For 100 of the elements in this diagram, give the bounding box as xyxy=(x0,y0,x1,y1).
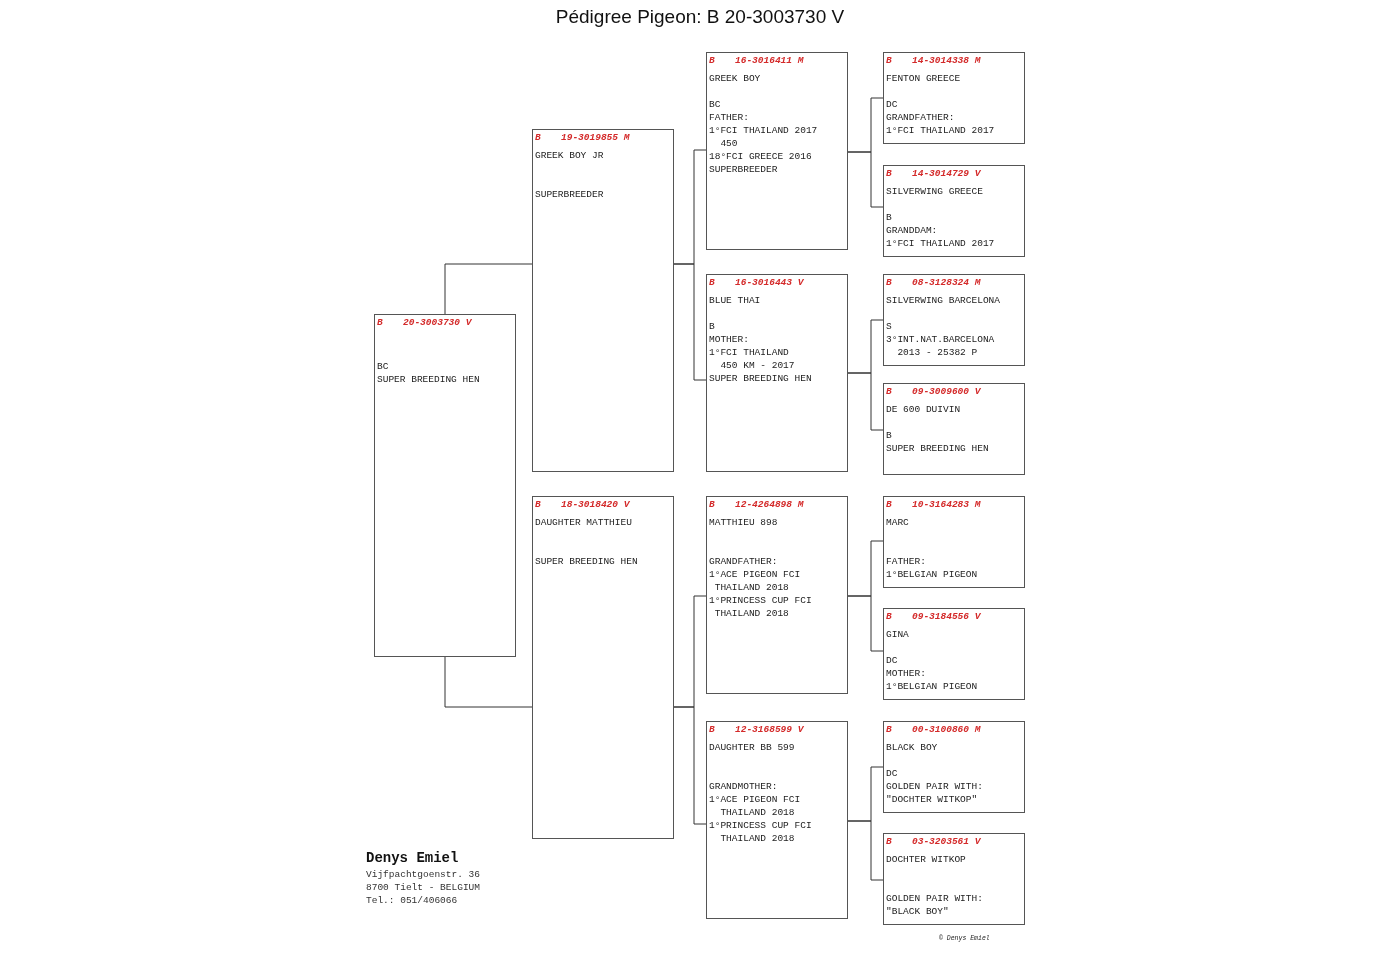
pigeon-card xyxy=(883,608,1025,700)
pedigree-note: SUPER BREEDING HEN xyxy=(377,373,480,386)
pedigree-note: SUPER BREEDING HEN xyxy=(886,442,989,455)
pigeon-name: BLACK BOY xyxy=(886,741,938,754)
ring-country: B xyxy=(886,276,892,289)
ring-number: 12-3168599 V xyxy=(735,723,804,736)
ring-number: 16-3016443 V xyxy=(735,276,804,289)
ring-country: B xyxy=(886,167,892,180)
ring-country: B xyxy=(535,131,541,144)
pigeon-name: GREEK BOY xyxy=(709,72,761,85)
pedigree-note: BC xyxy=(709,98,721,111)
pedigree-note: 3°INT.NAT.BARCELONA 2013 - 25382 P xyxy=(886,333,996,359)
ring-number: 03-3203561 V xyxy=(912,835,981,848)
pigeon-name: SILVERWING GREECE xyxy=(886,185,983,198)
pigeon-card xyxy=(883,833,1025,925)
ring-country: B xyxy=(886,54,892,67)
pedigree-connector xyxy=(847,595,884,652)
pedigree-note: SUPERBREEDER xyxy=(535,188,604,201)
pigeon-card xyxy=(706,496,848,694)
ring-number: 16-3016411 M xyxy=(735,54,804,67)
ring-number: 10-3164283 M xyxy=(912,498,981,511)
pedigree-note: DC xyxy=(886,654,898,667)
ring-country: B xyxy=(377,316,383,329)
pedigree-note: GOLDEN PAIR WITH: xyxy=(886,780,983,793)
pigeon-name: MARC xyxy=(886,516,909,529)
pigeon-name: MATTHIEU 898 xyxy=(709,516,778,529)
pigeon-card xyxy=(883,721,1025,813)
pedigree-connector xyxy=(847,372,884,431)
pedigree-note: MOTHER: xyxy=(709,333,749,346)
ring-country: B xyxy=(535,498,541,511)
pigeon-name: SILVERWING BARCELONA xyxy=(886,294,1001,307)
pigeon-name: FENTON GREECE xyxy=(886,72,961,85)
pedigree-note: GRANDFATHER: xyxy=(886,111,955,124)
pigeon-card xyxy=(706,274,848,472)
ring-country: B xyxy=(709,723,715,736)
pigeon-card xyxy=(883,496,1025,588)
address-line: 8700 Tielt - BELGIUM xyxy=(366,881,481,895)
ring-number: 18-3018420 V xyxy=(561,498,630,511)
pigeon-name: DE 600 DUIVIN xyxy=(886,403,961,416)
pedigree-note: DC xyxy=(886,767,898,780)
pedigree-note: B xyxy=(709,320,715,333)
ring-country: B xyxy=(886,385,892,398)
owner-name: Denys Emiel xyxy=(366,849,459,868)
address-line: Vijfpachtgoenstr. 36 xyxy=(366,868,481,882)
pedigree-note: 1°FCI THAILAND 2017 450 xyxy=(709,124,819,150)
pigeon-card xyxy=(532,129,674,472)
pedigree-note: GRANDFATHER: xyxy=(709,555,778,568)
pedigree-note: 1°FCI THAILAND 2017 xyxy=(886,237,995,250)
pedigree-note: 1°ACE PIGEON FCI THAILAND 2018 xyxy=(709,793,802,819)
pigeon-name: DOCHTER WITKOP xyxy=(886,853,966,866)
pigeon-card xyxy=(883,165,1025,257)
ring-number: 14-3014729 V xyxy=(912,167,981,180)
pedigree-connector xyxy=(847,151,884,208)
pedigree-note: "BLACK BOY" xyxy=(886,905,949,918)
pedigree-note: SUPERBREEDER xyxy=(709,163,778,176)
pedigree-note: FATHER: xyxy=(709,111,749,124)
ring-country: B xyxy=(709,54,715,67)
ring-country: B xyxy=(709,276,715,289)
ring-number: 20-3003730 V xyxy=(403,316,472,329)
pigeon-name: BLUE THAI xyxy=(709,294,761,307)
pedigree-connector xyxy=(673,263,707,381)
pedigree-note: 1°BELGIAN PIGEON xyxy=(886,568,978,581)
pedigree-connector xyxy=(444,263,533,315)
pedigree-connector xyxy=(673,706,707,825)
ring-country: B xyxy=(886,498,892,511)
pedigree-note: 1°FCI THAILAND 450 KM - 2017 xyxy=(709,346,796,372)
pedigree-note: 1°ACE PIGEON FCI THAILAND 2018 xyxy=(709,568,802,594)
ring-number: 12-4264898 M xyxy=(735,498,804,511)
pedigree-note: 1°BELGIAN PIGEON xyxy=(886,680,978,693)
pigeon-card xyxy=(883,383,1025,475)
ring-number: 14-3014338 M xyxy=(912,54,981,67)
pigeon-name: GREEK BOY JR xyxy=(535,149,604,162)
pedigree-connector xyxy=(444,656,533,708)
diagram-title: Pédigree Pigeon: B 20-3003730 V xyxy=(554,5,846,29)
pedigree-note: MOTHER: xyxy=(886,667,926,680)
pigeon-name: GINA xyxy=(886,628,909,641)
pedigree-note: BC xyxy=(377,360,389,373)
pedigree-note: "DOCHTER WITKOP" xyxy=(886,793,978,806)
ring-country: B xyxy=(886,610,892,623)
pedigree-note: B xyxy=(886,429,892,442)
ring-number: 08-3128324 M xyxy=(912,276,981,289)
pigeon-name: DAUGHTER MATTHIEU xyxy=(535,516,632,529)
pedigree-note: GRANDDAM: xyxy=(886,224,938,237)
ring-country: B xyxy=(886,835,892,848)
phone-number: Tel.: 051/406066 xyxy=(366,894,458,908)
pigeon-card xyxy=(532,496,674,839)
ring-country: B xyxy=(886,723,892,736)
pedigree-note: 1°PRINCESS CUP FCI THAILAND 2018 xyxy=(709,594,813,620)
pedigree-note: B xyxy=(886,211,892,224)
pedigree-note: S xyxy=(886,320,892,333)
pigeon-name: DAUGHTER BB 599 xyxy=(709,741,795,754)
pedigree-note: GOLDEN PAIR WITH: xyxy=(886,892,983,905)
pedigree-note: 1°PRINCESS CUP FCI THAILAND 2018 xyxy=(709,819,813,845)
pigeon-card xyxy=(706,52,848,250)
pedigree-note: DC xyxy=(886,98,898,111)
ring-number: 19-3019855 M xyxy=(561,131,630,144)
pigeon-card xyxy=(883,52,1025,144)
pedigree-note: SUPER BREEDING HEN xyxy=(709,372,812,385)
pigeon-card xyxy=(374,314,516,657)
ring-country: B xyxy=(709,498,715,511)
